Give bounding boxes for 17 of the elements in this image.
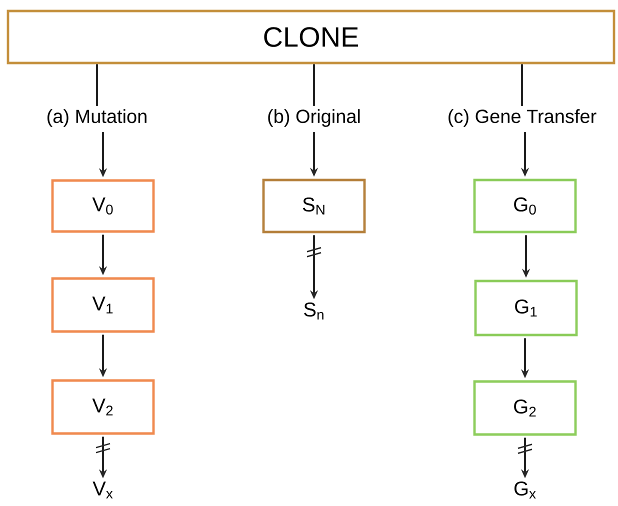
title-box: CLONE bbox=[6, 10, 616, 64]
branch-label: (a) Mutation bbox=[48, 109, 146, 127]
result-label: V$_{x}$ bbox=[92, 482, 113, 498]
branch-label: (c) Gene Transfer bbox=[448, 109, 596, 127]
connector-line bbox=[96, 64, 98, 106]
process-box: G$_{1}$ bbox=[474, 280, 578, 336]
process-box: G$_{0}$ bbox=[473, 178, 577, 234]
process-box: S$_{N}$ bbox=[262, 178, 366, 234]
result-label: G$_{x}$ bbox=[514, 481, 536, 499]
process-box: G$_{2}$ bbox=[473, 380, 577, 436]
process-box: V$_{1}$ bbox=[51, 277, 155, 333]
branch-label: (b) Original bbox=[268, 109, 360, 127]
process-box: V$_{0}$ bbox=[51, 179, 155, 233]
process-box: V$_{2}$ bbox=[51, 379, 155, 435]
connector-line bbox=[521, 64, 523, 106]
connector-line bbox=[313, 64, 315, 106]
result-label: S$_{n}$ bbox=[304, 302, 324, 320]
